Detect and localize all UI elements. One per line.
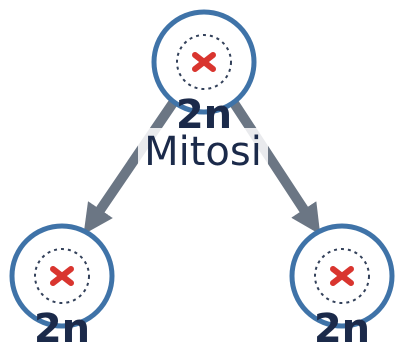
parent-cell: [151, 9, 257, 115]
right-daughter-ploidy-label: 2n: [314, 306, 370, 347]
process-label: Mitosi: [144, 129, 262, 175]
arrow-to-left-daughter: [83, 95, 180, 235]
parent-nucleus: [176, 34, 232, 90]
left-daughter-ploidy-label: 2n: [34, 306, 90, 347]
arrow-to-right-daughter: [227, 95, 321, 235]
right-daughter-nucleus: [314, 248, 370, 304]
daughter-cell-left: [9, 223, 115, 329]
chromosome-icon: [192, 52, 216, 72]
daughter-cell-right: [289, 223, 395, 329]
left-daughter-nucleus: [34, 248, 90, 304]
process-label-backdrop: [138, 128, 268, 172]
chromosome-icon: [50, 266, 74, 286]
chromosome-icon: [330, 266, 354, 286]
